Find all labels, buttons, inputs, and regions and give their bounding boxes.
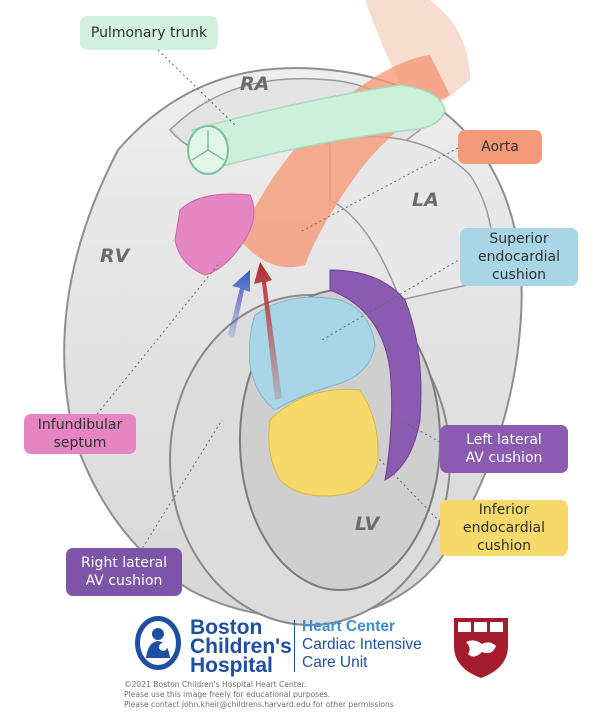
label-right-lateral-cushion: Right lateral AV cushion [66, 548, 182, 596]
bch-line: Hospital [190, 654, 273, 677]
harvard-shield-icon [454, 618, 508, 678]
label-line: Left lateral [466, 432, 542, 448]
label-line: cushion [476, 538, 532, 554]
chamber-label-rv: RV [100, 245, 131, 267]
label-line: cushion [491, 267, 547, 283]
label-line: Aorta [481, 139, 519, 155]
copyright-line: Please contact john.kheir@childrens.harv… [124, 700, 394, 709]
pulmonary-valve-icon [191, 130, 225, 161]
label-line: Inferior [478, 502, 530, 518]
bch-logo-icon [135, 616, 181, 670]
inferior-cushion-shape [268, 388, 379, 497]
heart-center-wordmark: Heart Center Cardiac Intensive Care Unit [302, 618, 422, 672]
red-flow-arrow-icon [254, 262, 282, 400]
bch-line: Boston [190, 616, 263, 639]
label-line: endocardial [463, 520, 545, 536]
hc-title: Heart Center [302, 618, 396, 635]
infundibular-septum-shape [174, 193, 255, 276]
label-line: Pulmonary trunk [90, 25, 208, 41]
copyright-line: Please use this image freely for educati… [124, 690, 331, 699]
label-line: Infundibular [37, 417, 123, 433]
copyright-notice: ©2021 Boston Children's Hospital Heart C… [124, 680, 394, 710]
leader-lines [93, 49, 463, 553]
label-superior-cushion: Superior endocardial cushion [460, 228, 578, 286]
label-left-lateral-cushion: Left lateral AV cushion [440, 425, 568, 473]
copyright-line: ©2021 Boston Children's Hospital Heart C… [124, 680, 307, 689]
chamber-label-ra: RA [240, 73, 269, 95]
footer-divider [294, 620, 295, 672]
label-aorta: Aorta [458, 130, 542, 164]
label-line: Right lateral [80, 555, 168, 571]
chamber-label-la: LA [412, 189, 439, 211]
hc-line: Care Unit [302, 654, 368, 671]
pulmonary-trunk-shape [190, 84, 446, 169]
bch-line: Children's [190, 635, 292, 658]
bch-wordmark: Boston Children's Hospital [190, 616, 292, 677]
chamber-label-lv: LV [355, 513, 380, 535]
hc-line: Cardiac Intensive [302, 636, 422, 653]
superior-cushion-shape [249, 296, 376, 411]
label-pulmonary-trunk: Pulmonary trunk [80, 16, 218, 50]
left-lateral-cushion-shape [329, 269, 422, 481]
label-infundibular-septum: Infundibular septum [24, 414, 136, 454]
label-line: endocardial [478, 249, 560, 265]
label-line: AV cushion [85, 573, 163, 589]
label-line: AV cushion [465, 450, 543, 466]
label-inferior-cushion: Inferior endocardial cushion [440, 500, 568, 556]
label-line: septum [53, 435, 107, 451]
blue-flow-arrow-icon [228, 270, 250, 338]
label-line: Superior [489, 231, 549, 247]
